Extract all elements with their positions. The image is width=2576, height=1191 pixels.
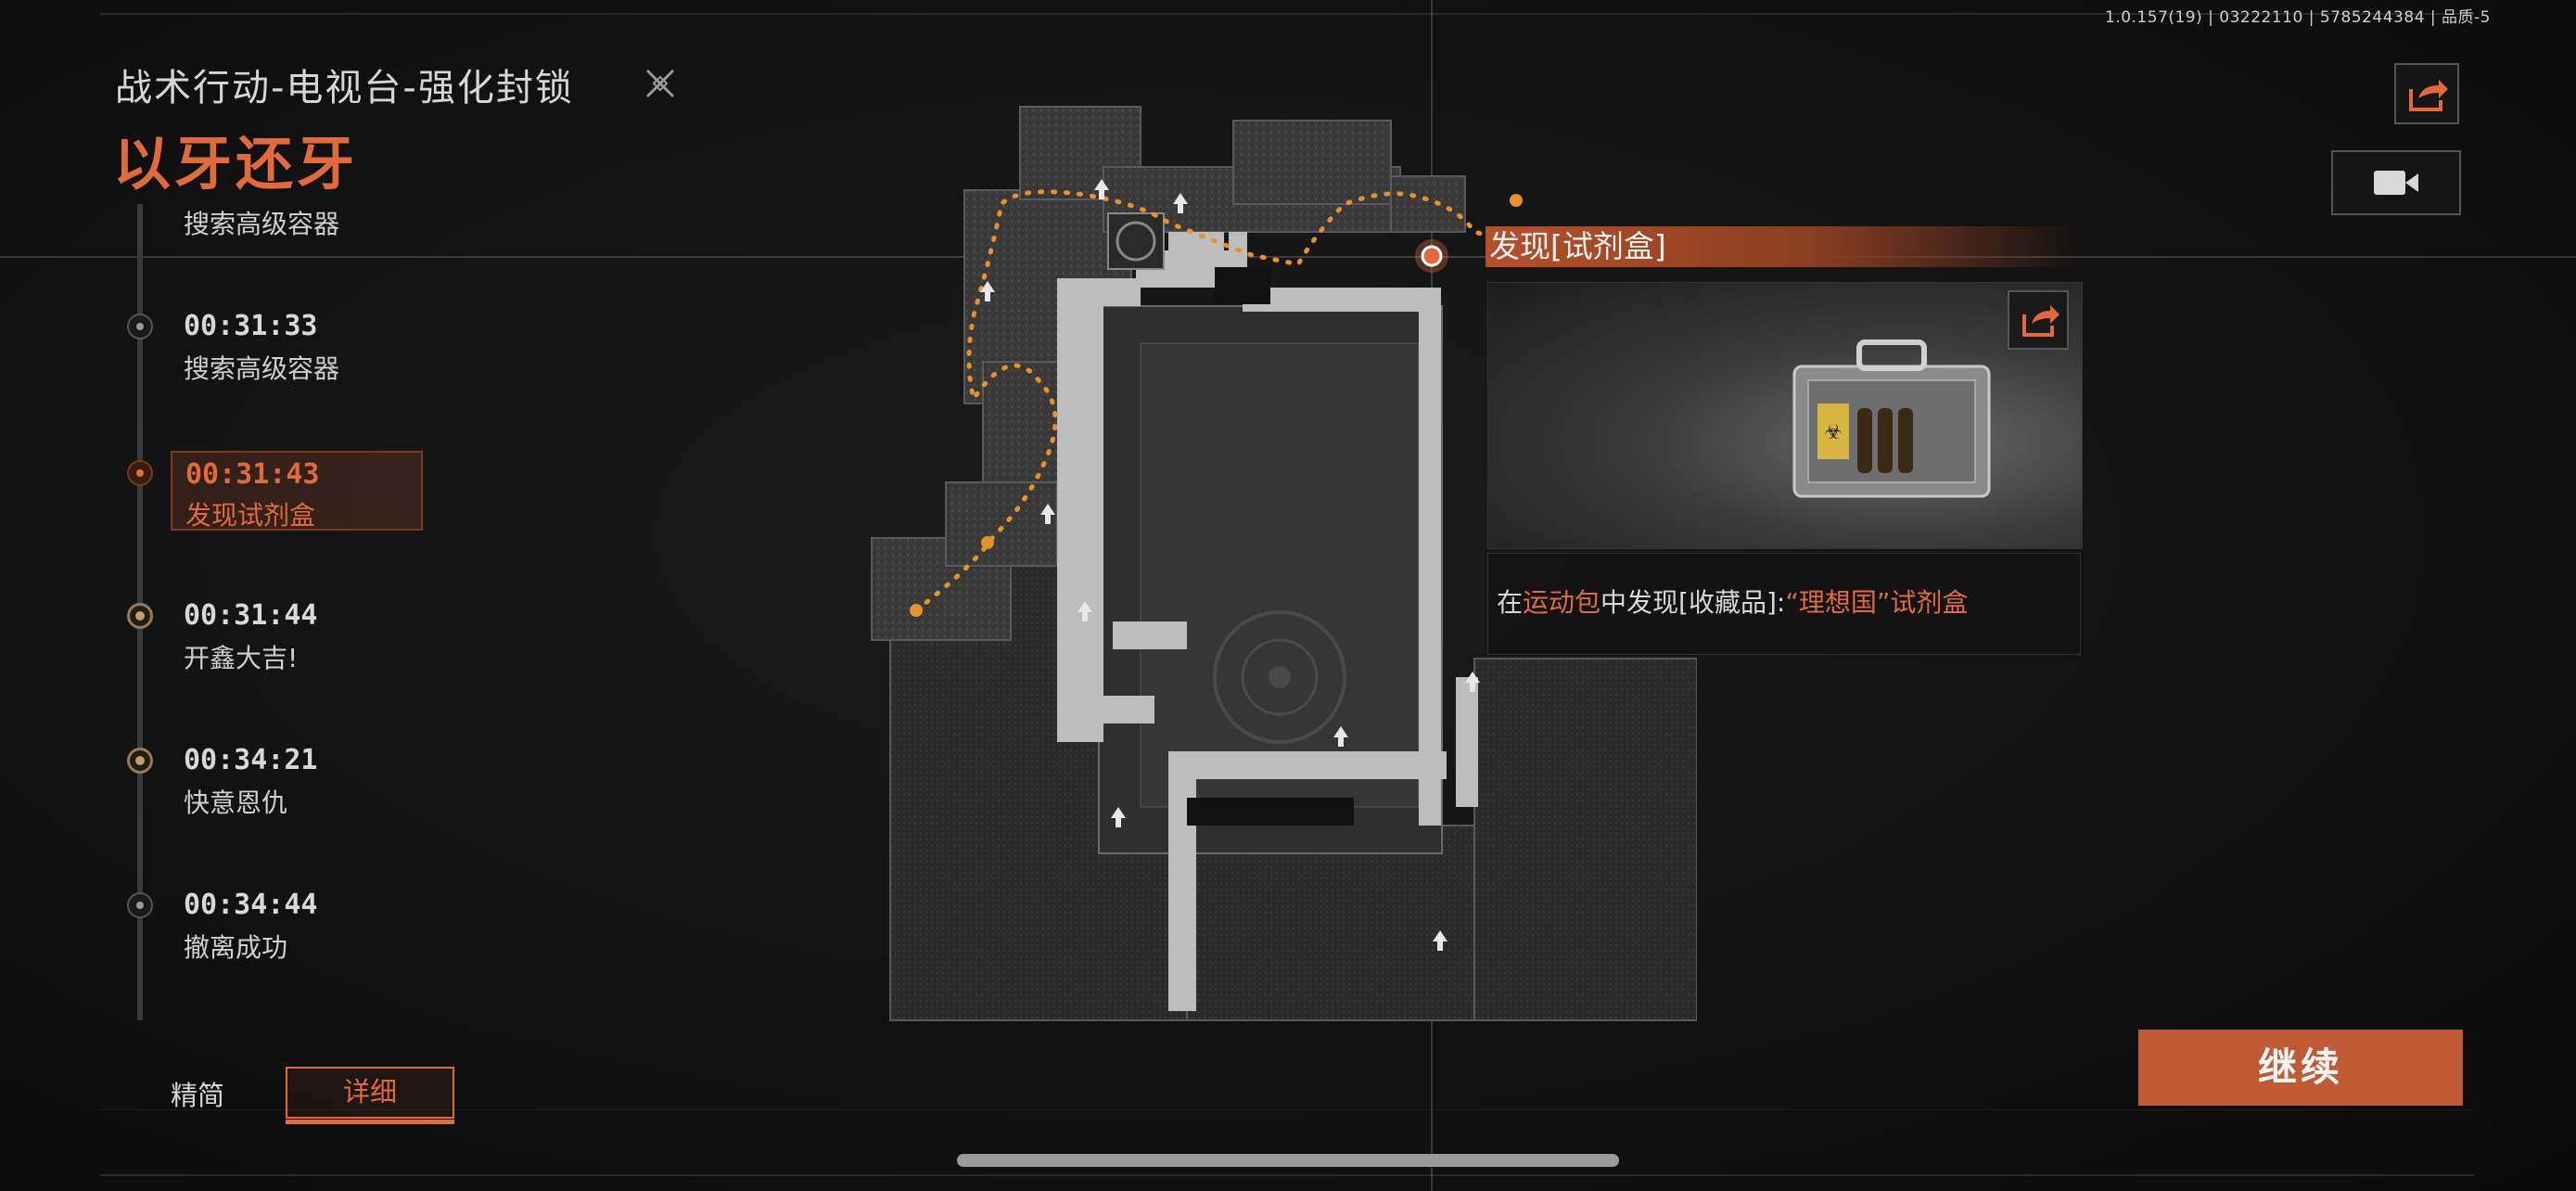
share-icon — [2022, 305, 2060, 337]
popup-description-box — [1487, 553, 2081, 655]
route-point-marker — [910, 604, 923, 617]
map-buildings — [871, 106, 1697, 1021]
timeline-node-active-dot — [127, 460, 153, 486]
timeline-label: 搜索高级容器 — [184, 209, 340, 239]
top-frame-line — [100, 13, 2474, 15]
video-play-icon — [2374, 171, 2418, 195]
timeline-node-dot — [127, 314, 153, 339]
timeline-item[interactable]: 搜索高级容器 — [0, 200, 445, 247]
popup-title-bar — [1486, 226, 2079, 267]
crosshair-horizontal-line — [0, 256, 2576, 258]
timeline-node-ring — [127, 748, 153, 774]
timeline-label: 发现试剂盒 — [185, 500, 316, 531]
share-icon — [2409, 80, 2448, 111]
timeline-label: 搜索高级容器 — [184, 353, 340, 384]
timeline-time: 00:31:44 — [184, 599, 318, 632]
simple-view-button[interactable]: 精简 — [171, 1080, 225, 1111]
timeline-time: 00:34:21 — [184, 744, 318, 776]
timeline-time: 00:34:44 — [184, 889, 318, 921]
timeline-time: 00:31:33 — [184, 310, 318, 342]
route-point-marker — [981, 536, 994, 549]
timeline-label: 撤离成功 — [184, 932, 288, 963]
achievement-title: 以牙还牙 — [113, 130, 359, 198]
popup-share-button[interactable] — [2008, 290, 2069, 350]
svg-text:☣: ☣ — [1824, 421, 1843, 444]
timeline-item[interactable]: 00:34:21 快意恩仇 — [0, 744, 445, 827]
reagent-case-illustration: ☣ — [1792, 339, 1991, 498]
map-corridors — [1057, 232, 1478, 1011]
detail-view-button[interactable]: 详细 — [286, 1067, 454, 1124]
player-route-path — [913, 189, 1533, 613]
timeline-item[interactable]: 00:34:44 撤离成功 — [0, 889, 445, 972]
timeline-item[interactable]: 00:31:44 开鑫大吉! — [0, 599, 445, 683]
timeline-item-selected[interactable]: 00:31:43 发现试剂盒 — [171, 451, 423, 531]
replay-video-button[interactable] — [2331, 150, 2461, 215]
item-preview-image: ☣ — [1487, 282, 2083, 549]
bottom-frame-line — [100, 1174, 2474, 1176]
popup-description: 在运动包中发现[收藏品]:“理想国”试剂盒 — [1497, 583, 1968, 620]
share-button[interactable] — [2394, 63, 2459, 124]
desc-middle: 中发现[收藏品]: — [1600, 587, 1786, 618]
mode-title: 战术行动-电视台-强化封锁 — [115, 67, 574, 109]
desc-item: “理想国”试剂盒 — [1785, 587, 1969, 618]
crossed-swords-icon — [645, 69, 675, 98]
timeline-label: 快意恩仇 — [184, 788, 288, 818]
desc-location: 运动包 — [1523, 587, 1601, 618]
desc-prefix: 在 — [1497, 587, 1524, 618]
timeline-node-ring — [127, 603, 153, 629]
continue-button[interactable]: 继续 — [2138, 1030, 2463, 1106]
current-event-marker — [1421, 245, 1443, 267]
timeline-time: 00:31:43 — [185, 458, 320, 491]
tactical-map[interactable] — [862, 102, 1697, 1030]
extraction-arrow-icon — [980, 179, 1480, 951]
popup-title: 发现[试剂盒] — [1489, 228, 1666, 264]
version-info: 1.0.157(19) | 03222110 | 5785244384 | 品质… — [2104, 8, 2491, 27]
timeline-node-dot — [127, 892, 153, 918]
timeline-label: 开鑫大吉! — [184, 643, 299, 673]
lower-guide-line — [100, 1109, 2474, 1110]
route-point-marker — [1510, 194, 1523, 207]
home-indicator[interactable] — [957, 1154, 1619, 1167]
timeline-item[interactable]: 00:31:33 搜索高级容器 — [0, 310, 445, 393]
